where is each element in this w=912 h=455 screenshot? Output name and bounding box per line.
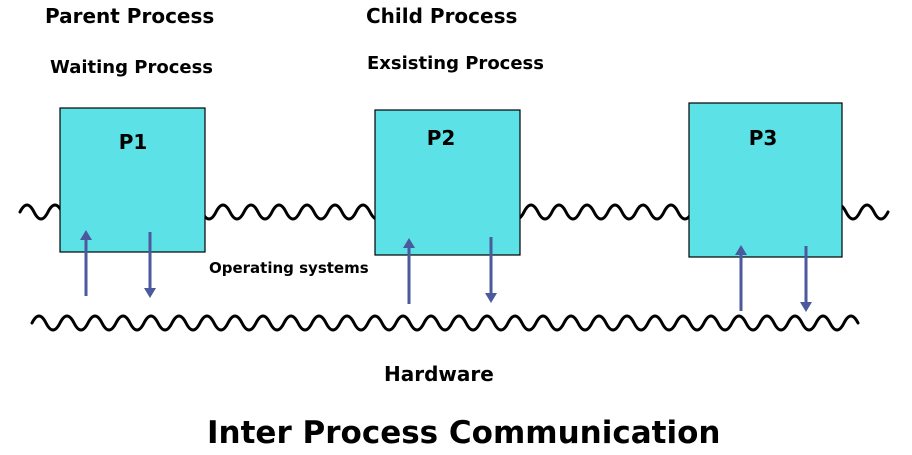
process-p2-up-arrow	[403, 238, 415, 304]
process-p2-box	[374, 109, 521, 256]
process-p3-box	[688, 102, 843, 258]
process-p3: P3	[688, 102, 843, 258]
process-p2: P2	[374, 109, 521, 256]
page-title: Inter Process Communication	[207, 415, 721, 451]
process-p3-up-arrow	[735, 245, 747, 311]
process-p1-box	[59, 107, 206, 253]
operating-systems-label: Operating systems	[209, 259, 369, 277]
hardware-layer-wave	[30, 314, 860, 332]
process-p1-down-arrow	[144, 232, 156, 298]
process-p2-label: P2	[427, 126, 456, 150]
process-p3-down-arrow	[800, 246, 812, 312]
process-p1-up-arrow	[80, 230, 92, 296]
process-p1-label: P1	[119, 130, 148, 154]
parent-process-label: Parent Process	[45, 4, 215, 28]
waiting-process-label: Waiting Process	[50, 57, 214, 78]
existing-process-label: Exsisting Process	[367, 53, 544, 74]
process-p1: P1	[59, 107, 206, 253]
child-process-label: Child Process	[366, 4, 518, 28]
hardware-label: Hardware	[384, 362, 494, 386]
process-p2-down-arrow	[485, 237, 497, 303]
process-p3-label: P3	[749, 126, 778, 150]
